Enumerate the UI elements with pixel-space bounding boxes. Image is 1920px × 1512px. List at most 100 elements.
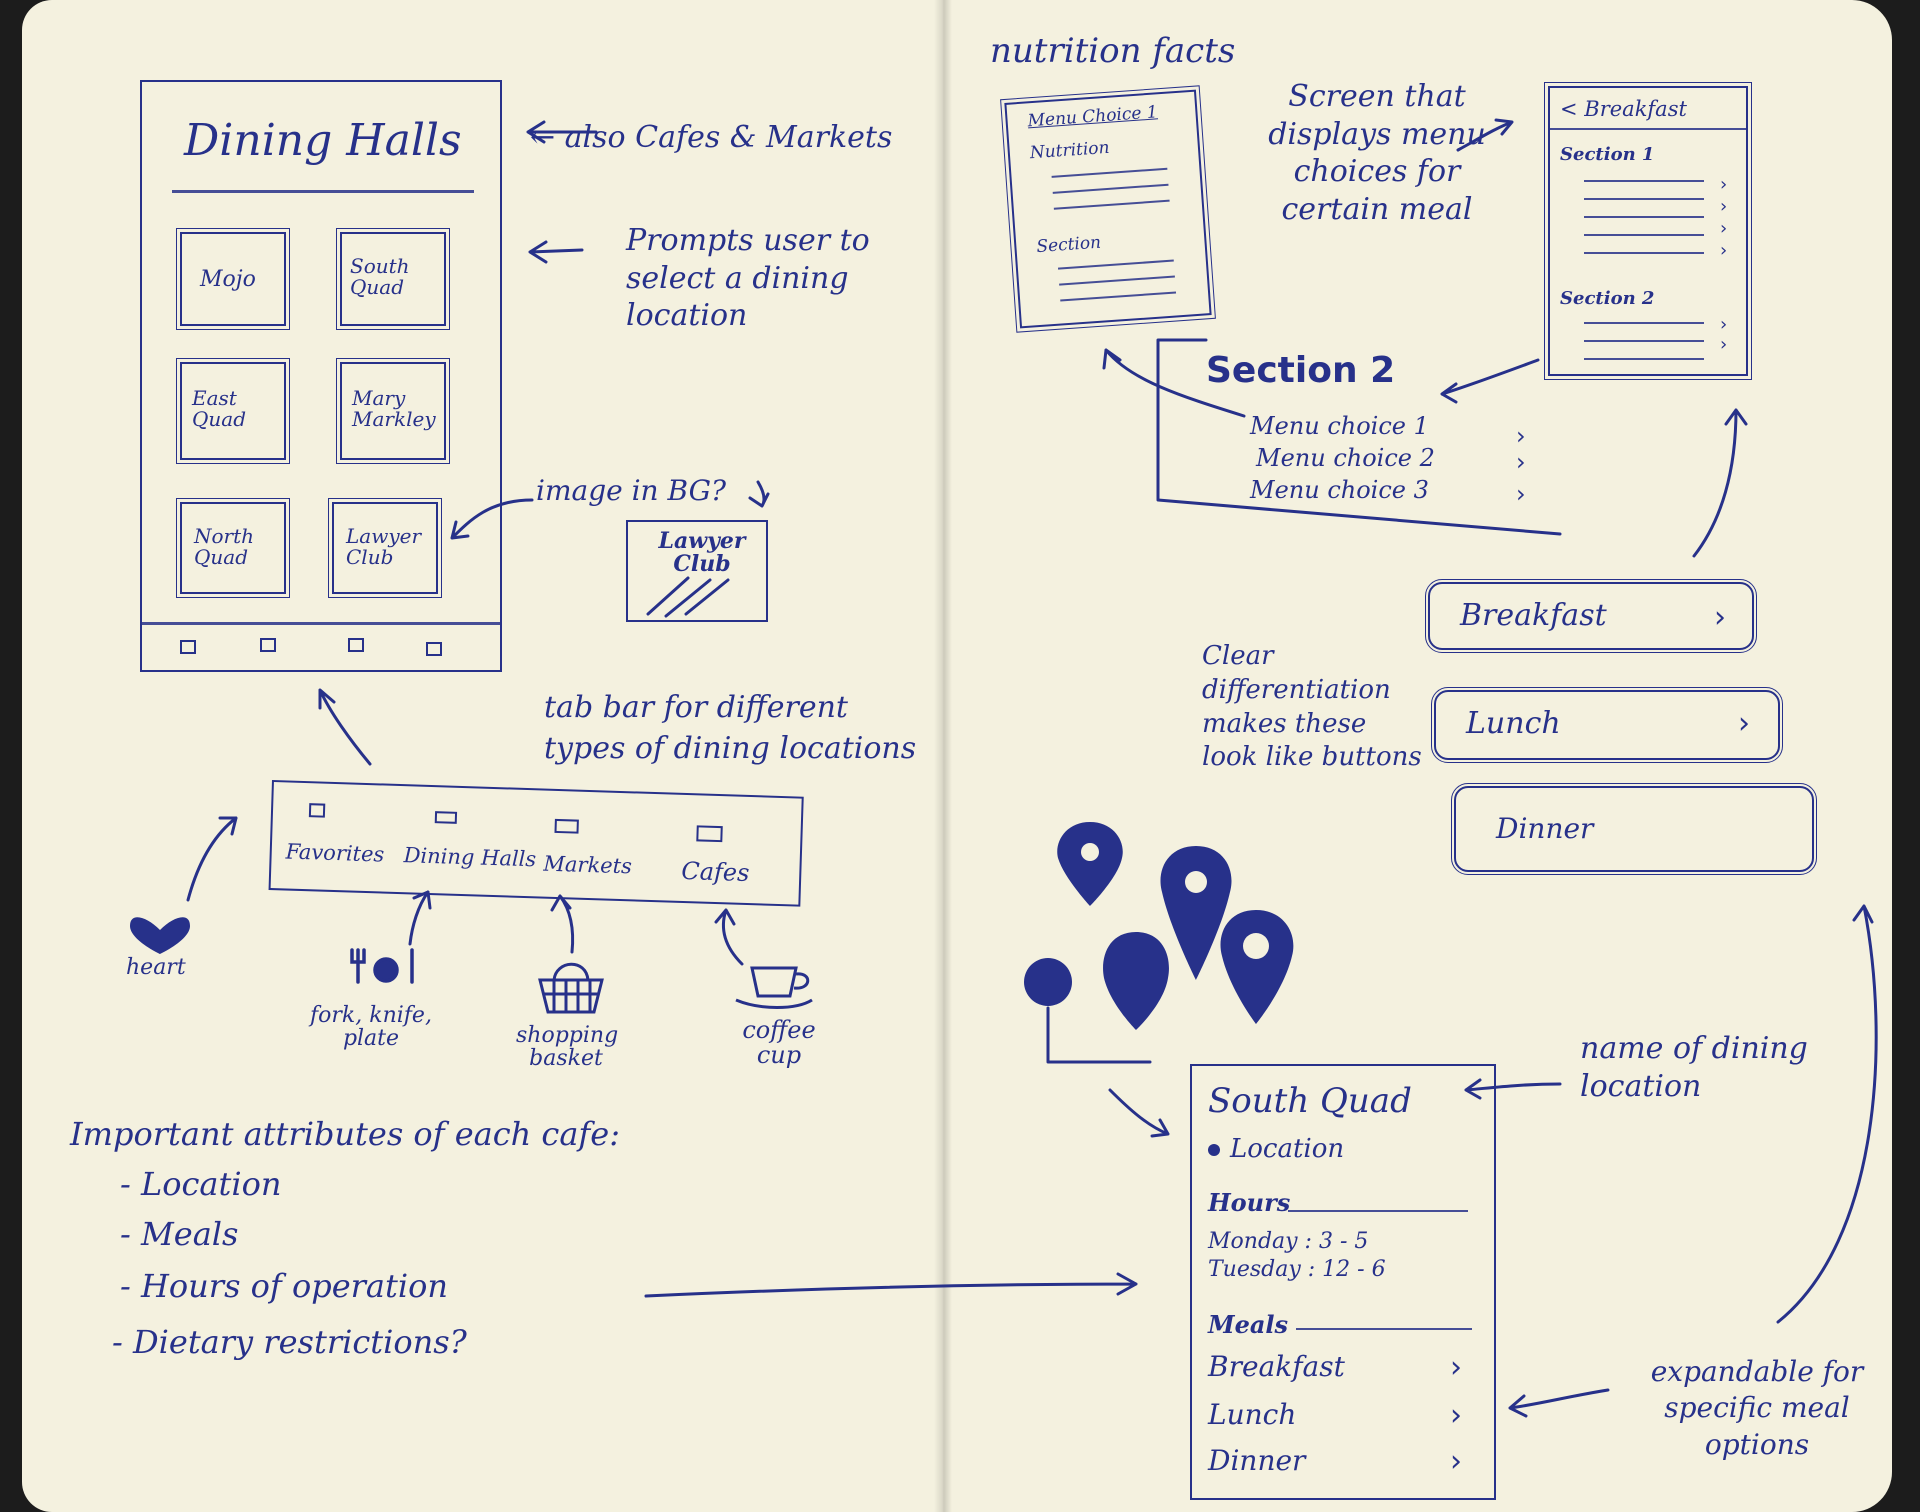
tile-label: South Quad: [350, 254, 410, 299]
tab-label: Favorites: [285, 839, 385, 867]
section2-choice-3[interactable]: Menu choice 3 ›: [1250, 476, 1540, 510]
meals-label: Meals: [1208, 1310, 1289, 1339]
notebook-spine: [934, 0, 952, 1512]
choice-label: Menu choice 1: [1250, 412, 1429, 440]
chevron-right-icon[interactable]: ›: [1720, 314, 1728, 335]
mini-tab-icon[interactable]: [426, 642, 442, 656]
tab-markets[interactable]: Markets: [543, 815, 655, 888]
meal-button-lunch[interactable]: Lunch ›: [1431, 687, 1783, 763]
section2-choice-1[interactable]: Menu choice 1 ›: [1250, 412, 1540, 450]
label-shopping-basket: shopping basket: [516, 1023, 619, 1072]
hours-underline: [1288, 1210, 1468, 1212]
hours-label: Hours: [1208, 1188, 1291, 1217]
detail-meal-lunch[interactable]: Lunch ›: [1208, 1398, 1478, 1434]
tab-label: Dining Halls: [403, 843, 537, 872]
text-line: [1057, 259, 1174, 270]
nutrition-title: nutrition facts: [990, 31, 1236, 71]
location-tile-east-quad[interactable]: East Quad: [176, 358, 290, 464]
chevron-right-icon[interactable]: ›: [1720, 174, 1728, 195]
note-screen-displays: Screen that displays menu choices for ce…: [1268, 79, 1486, 227]
location-label: Location: [1230, 1134, 1345, 1164]
coffee-tab-icon: [696, 825, 723, 843]
nutrition-screen: Menu Choice 1 Nutrition Section: [1000, 85, 1216, 333]
attribute-hours: - Hours of operation: [120, 1267, 448, 1305]
chevron-right-icon: ›: [1714, 600, 1726, 635]
chevron-right-icon: ›: [1516, 448, 1526, 476]
mini-tab-icon[interactable]: [180, 640, 196, 654]
detail-location-row[interactable]: Location: [1208, 1134, 1448, 1170]
fork-tab-icon: [434, 811, 458, 824]
chevron-right-icon[interactable]: ›: [1720, 240, 1728, 261]
text-line: [1584, 252, 1704, 254]
chevron-right-icon: ›: [1516, 480, 1526, 508]
attribute-dietary: - Dietary restrictions?: [112, 1323, 467, 1361]
meal-button-dinner[interactable]: Dinner: [1451, 783, 1817, 875]
location-tile-mojo[interactable]: Mojo: [176, 228, 290, 330]
tile-label: Lawyer Club: [346, 524, 422, 569]
section2-title: Section 2: [1206, 350, 1396, 391]
attribute-meals: - Meals: [120, 1215, 239, 1253]
note-tab-bar: tab bar for different types of dining lo…: [544, 690, 917, 766]
meals-underline: [1296, 1328, 1472, 1330]
mini-tab-icon[interactable]: [260, 638, 276, 652]
chevron-right-icon[interactable]: ›: [1720, 196, 1728, 217]
chevron-right-icon: ›: [1738, 706, 1750, 741]
text-line: [1584, 180, 1704, 182]
location-tile-lawyer-club[interactable]: Lawyer Club: [328, 498, 442, 598]
phone-title: Dining Halls: [184, 115, 462, 166]
location-tile-north-quad[interactable]: North Quad: [176, 498, 290, 598]
location-tile-south-quad[interactable]: South Quad: [336, 228, 450, 330]
text-line: [1584, 358, 1704, 360]
breakfast-screen-title: < Breakfast: [1560, 97, 1687, 121]
chevron-right-icon[interactable]: ›: [1720, 334, 1728, 355]
detail-location-name: South Quad: [1208, 1081, 1412, 1121]
meal-button-breakfast[interactable]: Breakfast ›: [1425, 579, 1757, 653]
note-expandable: expandable for specific meal options: [1650, 1355, 1864, 1461]
tab-dining-halls[interactable]: Dining Halls: [403, 806, 537, 880]
nutrition-label: Nutrition: [1029, 137, 1111, 164]
chevron-right-icon: ›: [1450, 1350, 1462, 1385]
detail-screen: South Quad Location Hours Monday : 3 - 5…: [1190, 1064, 1496, 1500]
tab-bar-closeup: Favorites Dining Halls Markets Cafes: [268, 780, 804, 907]
choice-label: Menu choice 3: [1250, 476, 1429, 504]
tab-favorites[interactable]: Favorites: [285, 802, 397, 875]
right-page: [942, 0, 1892, 1512]
chevron-right-icon[interactable]: ›: [1720, 218, 1728, 239]
breakfast-section-2: Section 2: [1560, 288, 1655, 309]
tab-cafes[interactable]: Cafes: [681, 821, 783, 894]
text-line: [1584, 322, 1704, 324]
tile-label: East Quad: [192, 386, 247, 431]
location-tile-mary-markley[interactable]: Mary Markley: [336, 358, 450, 464]
image-bg-example: Lawyer Club: [626, 520, 768, 622]
meal-label: Breakfast: [1208, 1350, 1345, 1383]
text-line: [1584, 234, 1704, 236]
tile-label: North Quad: [194, 524, 255, 569]
meal-label: Dinner: [1208, 1444, 1306, 1477]
phone-wireframe: Dining Halls Mojo South Quad East Quad M…: [140, 80, 502, 672]
meal-button-label: Breakfast: [1460, 598, 1607, 633]
text-line: [1584, 216, 1704, 218]
text-line: [1584, 340, 1704, 342]
breakfast-section-1: Section 1: [1560, 144, 1655, 165]
text-line: [1059, 275, 1175, 286]
section2-choice-2[interactable]: Menu choice 2 ›: [1256, 444, 1540, 478]
mini-tab-icon[interactable]: [348, 638, 364, 652]
tile-label: Mary Markley: [352, 386, 436, 431]
note-image-bg: image in BG?: [536, 474, 726, 507]
choice-label: Menu choice 2: [1256, 444, 1435, 472]
label-fork-knife-plate: fork, knife, plate: [310, 1003, 432, 1052]
text-line: [1052, 183, 1169, 194]
nutrition-choice: Menu Choice 1: [1026, 102, 1159, 132]
tile-label: Mojo: [200, 267, 256, 292]
note-name-of-location: name of dining location: [1580, 1031, 1808, 1104]
breakfast-screen: < Breakfast Section 1 Section 2 › › › › …: [1544, 82, 1752, 380]
left-page: [22, 0, 942, 1512]
detail-meal-dinner[interactable]: Dinner ›: [1208, 1444, 1478, 1480]
meal-button-label: Lunch: [1466, 706, 1561, 741]
attributes-heading: Important attributes of each cafe:: [70, 1115, 620, 1153]
label-coffee-cup: coffee cup: [742, 1016, 816, 1070]
detail-meal-breakfast[interactable]: Breakfast ›: [1208, 1350, 1478, 1386]
image-bg-label: Lawyer Club: [658, 528, 746, 578]
hours-monday: Monday : 3 - 5: [1208, 1229, 1369, 1254]
